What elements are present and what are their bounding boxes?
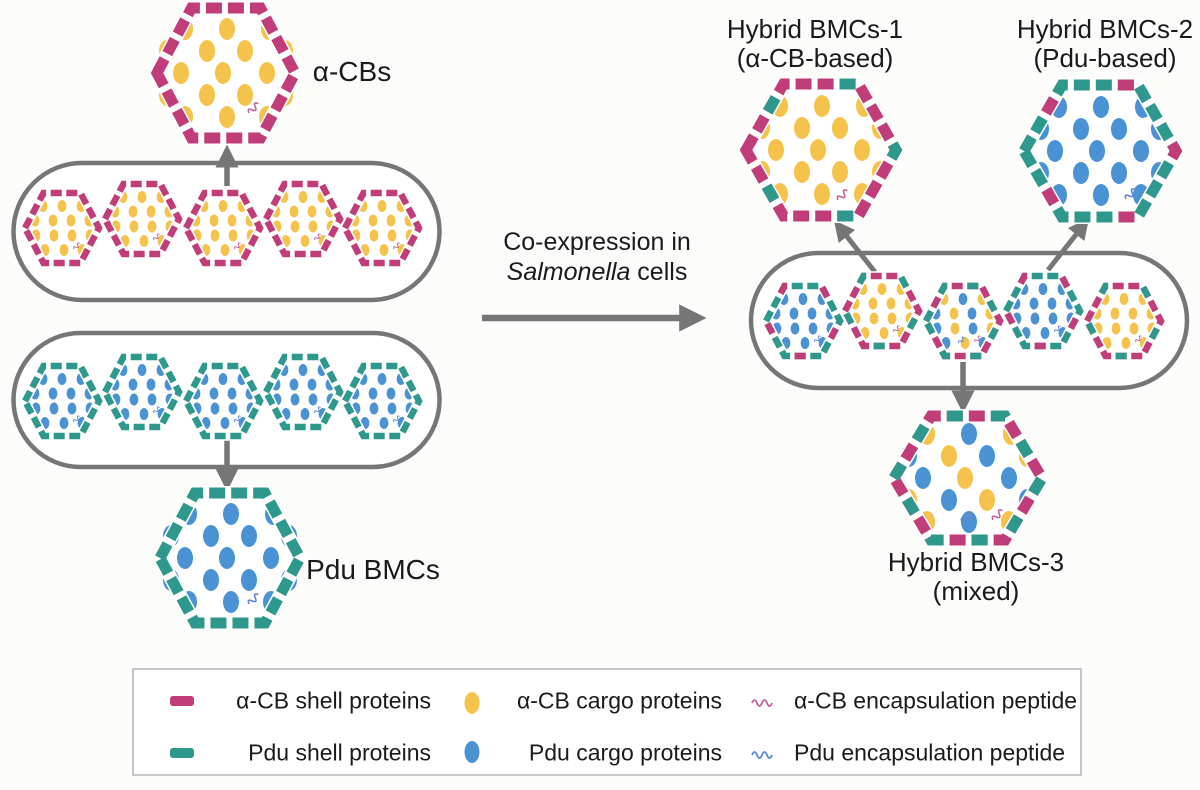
pdu-shell-swatch-icon: [170, 748, 194, 758]
hexagon-mix-2: [839, 271, 925, 351]
hybrid3-line2: (mixed): [932, 576, 1020, 606]
hexagon-hybrid-2: [1015, 78, 1185, 224]
hybrid2-line2: (Pdu-based): [1033, 43, 1177, 73]
coexpression-line1: Co-expression in: [503, 228, 691, 256]
arrow-to-hybrid-2: [1046, 218, 1090, 272]
label-pdu-bmcs: Pdu BMCs: [306, 554, 440, 585]
hexagon-pdu-5: [339, 361, 425, 441]
hexagon-pdu-3: [180, 361, 266, 441]
hexagon-hybrid-1: [737, 77, 905, 223]
alpha-cargo-swatch-icon: [464, 692, 480, 714]
label-hybrid-1: Hybrid BMCs-1 (α-CB-based): [727, 15, 903, 73]
pdu-peptide-swatch-icon: [751, 751, 773, 759]
hexagon-mix-3: [920, 281, 1006, 361]
legend-label-pdu-shell: Pdu shell proteins: [248, 739, 431, 766]
hexagon-cb-5: [339, 188, 425, 268]
legend-label-pdu-cargo: Pdu cargo proteins: [528, 739, 722, 766]
hybrid2-line1: Hybrid BMCs-2: [1016, 14, 1194, 44]
hybrid3-line1: Hybrid BMCs-3: [887, 547, 1065, 577]
alpha-peptide-swatch-icon: [751, 699, 773, 707]
hexagon-hybrid-3: [885, 409, 1051, 547]
coexpression-line2: Salmonella cells: [503, 257, 691, 287]
hexagon-pdu-bmc: [152, 486, 308, 630]
label-alpha-cbs: α-CBs: [312, 56, 392, 87]
hybrid1-line2: (α-CB-based): [736, 43, 894, 73]
alpha-shell-swatch-icon: [170, 696, 194, 706]
salmonella-italic: Salmonella: [506, 258, 631, 286]
hybrid1-line1: Hybrid BMCs-1: [726, 14, 904, 44]
legend-label-pdu-peptide: Pdu encapsulation peptide: [794, 739, 1066, 766]
label-hybrid-2: Hybrid BMCs-2 (Pdu-based): [1017, 15, 1193, 73]
hexagon-cb-3: [180, 188, 266, 268]
label-coexpression: Co-expression in Salmonella cells: [503, 227, 691, 287]
coexpression-line2-rest: cells: [630, 258, 688, 286]
hexagon-mix-1: [760, 281, 846, 361]
arrow-to-hybrid-1: [833, 220, 877, 274]
hexagon-mix-4: [1000, 271, 1086, 351]
legend-label-alpha-shell: α-CB shell proteins: [236, 687, 431, 714]
hexagon-pdu-1: [19, 361, 105, 441]
legend-label-alpha-cargo: α-CB cargo proteins: [516, 687, 722, 714]
hexagon-cb-2: [99, 179, 185, 259]
hexagon-mix-5: [1081, 281, 1167, 361]
hexagon-cb-1: [19, 188, 105, 268]
hexagon-pdu-2: [99, 352, 185, 432]
legend: α-CB shell proteins Pdu shell proteins α…: [132, 668, 1082, 776]
hexagon-pdu-4: [260, 352, 346, 432]
hexagon-alpha-cb: [149, 1, 303, 145]
legend-label-alpha-peptide: α-CB encapsulation peptide: [794, 687, 1078, 714]
label-hybrid-3: Hybrid BMCs-3 (mixed): [888, 548, 1064, 606]
pdu-cargo-swatch-icon: [464, 741, 480, 763]
hexagon-cb-4: [260, 179, 346, 259]
